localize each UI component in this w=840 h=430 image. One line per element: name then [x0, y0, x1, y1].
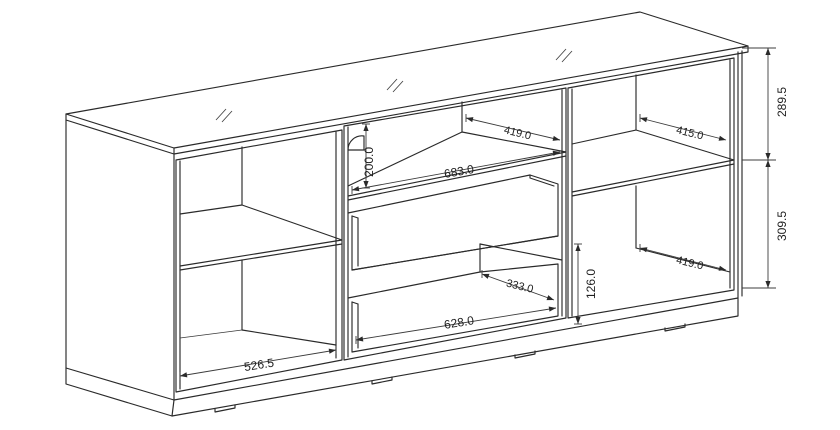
- arrowhead: [363, 181, 369, 188]
- dimension-labels: 526.5 419.0 683.0 200.0 333.0 628.0 126.…: [243, 87, 789, 374]
- dim-label-left-depth: 526.5: [243, 356, 275, 375]
- dim-label-right-bottom-depth: 419.0: [675, 254, 705, 272]
- arrowhead: [466, 117, 474, 123]
- arrowhead: [765, 160, 771, 167]
- dim-label-mid-top-width: 683.0: [443, 162, 475, 181]
- arrowhead: [552, 150, 560, 156]
- arrowhead: [765, 153, 771, 160]
- arrowhead: [640, 117, 648, 123]
- arrowhead: [180, 372, 188, 378]
- door-arc-symbol: [347, 135, 365, 151]
- arrowhead: [640, 247, 648, 253]
- dim-label-mid-bottom-depth: 333.0: [505, 278, 535, 296]
- dimension-arrowheads: [180, 48, 771, 378]
- dim-label-right-top-height: 289.5: [775, 87, 789, 117]
- arrowhead: [546, 295, 554, 301]
- dim-label-mid-top-height: 200.0: [362, 147, 376, 177]
- arrowhead: [718, 135, 726, 141]
- arrowhead: [552, 135, 560, 141]
- arrowhead: [328, 348, 336, 354]
- arrowhead: [482, 273, 490, 279]
- arrowhead: [548, 306, 556, 312]
- dim-label-mid-bottom-height: 126.0: [584, 269, 598, 299]
- arrowhead: [765, 281, 771, 288]
- glass-reflection-marks: [215, 48, 573, 123]
- arrowhead: [356, 336, 364, 342]
- arrowhead: [363, 124, 369, 131]
- dimension-lines: [179, 47, 776, 380]
- left-compartment: [175, 129, 343, 393]
- dim-label-mid-top-depth: 419.0: [503, 124, 533, 142]
- arrowhead: [765, 48, 771, 55]
- dim-label-right-bottom-height: 309.5: [775, 211, 789, 241]
- dim-label-right-top-depth: 415.0: [675, 124, 705, 142]
- base-plinth: [65, 297, 739, 417]
- right-side-panel: [737, 50, 743, 299]
- middle-compartment: [343, 87, 567, 361]
- left-side-panel: [65, 119, 175, 401]
- dim-label-mid-bottom-width: 628.0: [443, 313, 475, 332]
- arrowhead: [352, 186, 360, 192]
- arrowhead: [575, 244, 581, 251]
- right-compartment: [567, 57, 735, 319]
- arrowhead: [718, 265, 726, 271]
- arrowhead: [575, 317, 581, 324]
